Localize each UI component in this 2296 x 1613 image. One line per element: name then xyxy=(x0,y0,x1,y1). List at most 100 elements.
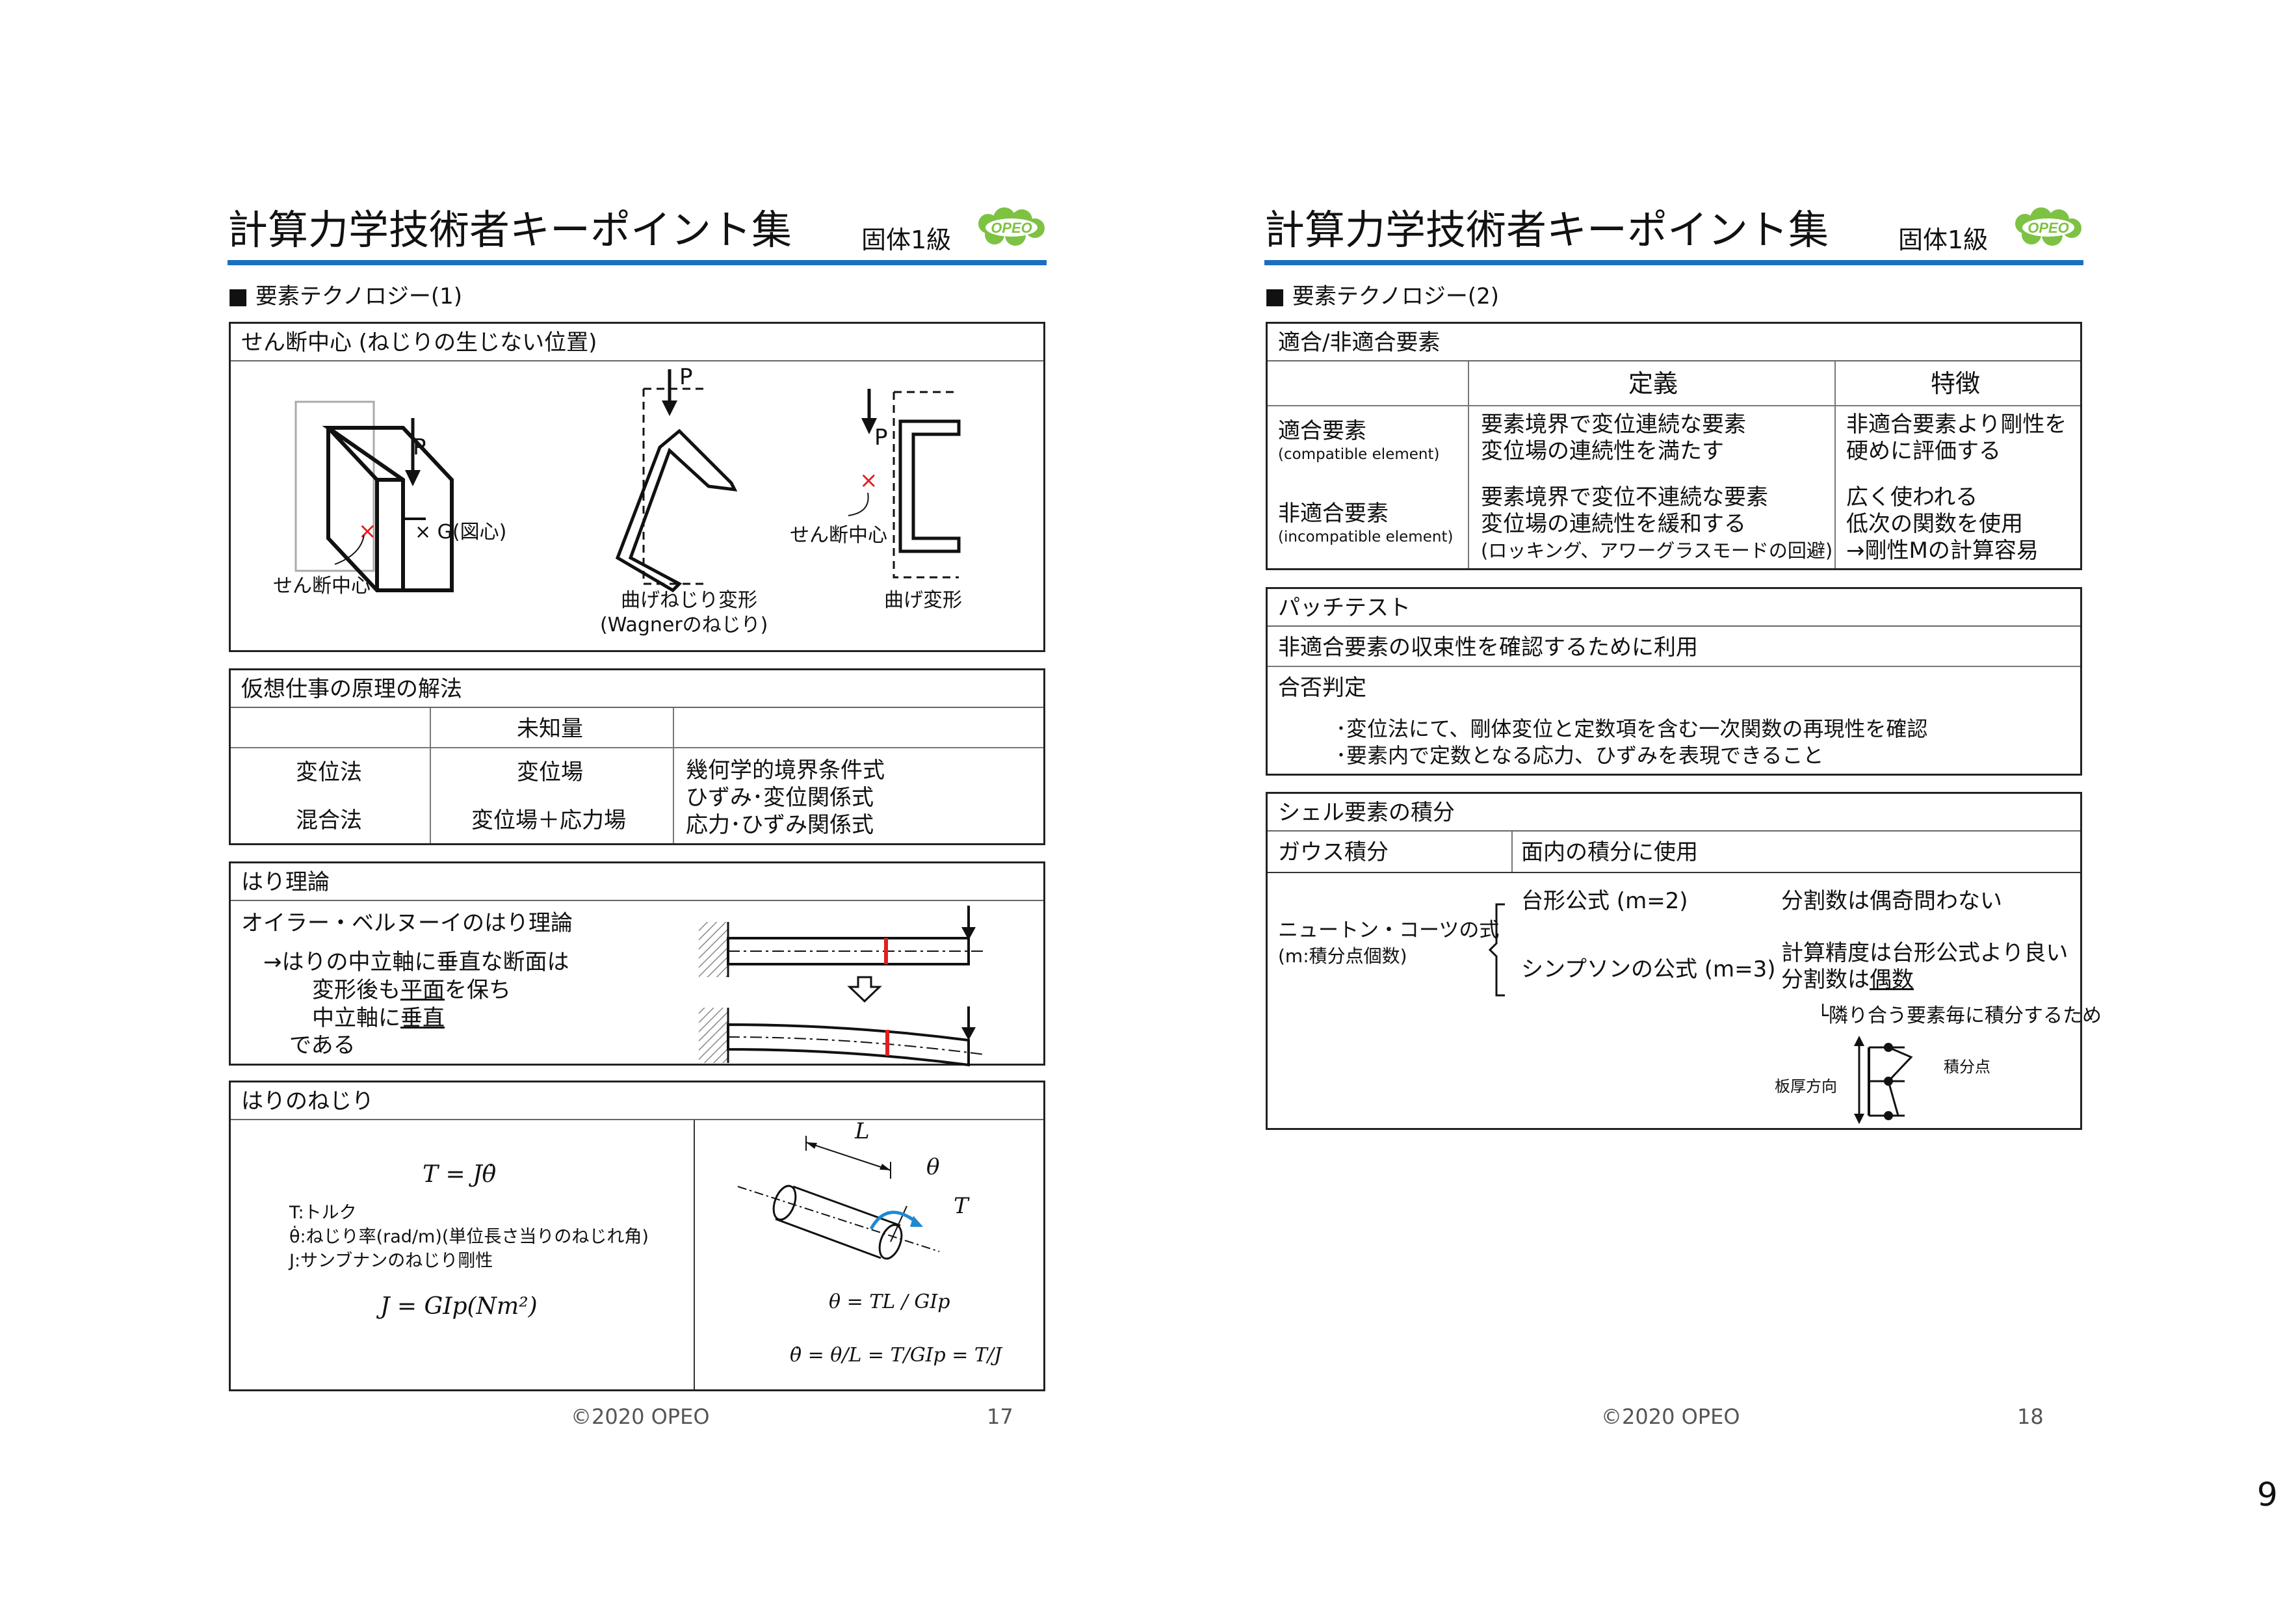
equation: θ = TL / GIp xyxy=(829,1291,950,1313)
section-heading: ■ 要素テクノロジー(2) xyxy=(1264,283,1500,309)
definition-text: θ̇:ねじり率(rad/m)(単位長さ当りのねじれ角) xyxy=(289,1227,649,1247)
adjacent-note: └隣り合う要素毎に積分するため xyxy=(1817,1004,2102,1027)
compatible-element-box: 適合/非適合要素 定義 特徴 適合要素 (compatible element)… xyxy=(1266,322,2082,570)
beam-text: オイラー・ベルヌーイのはり理論 xyxy=(241,910,573,936)
shell-integration-box: シェル要素の積分 ガウス積分 面内の積分に使用 ニュートン・コーツの式 (m:積… xyxy=(1266,792,2102,1130)
beam-theory-box: はり理論 オイラー・ベルヌーイのはり理論 →はりの中立軸に垂直な断面は 変形後も… xyxy=(229,861,1045,1067)
definition-text: 要素境界で変位連続な要素 xyxy=(1481,412,1746,438)
opeo-logo-icon: OPEO xyxy=(978,207,1045,246)
feature-text: →剛性Mの計算容易 xyxy=(1846,538,2039,564)
element-en: (compatible element) xyxy=(1278,446,1440,463)
section-heading: ■ 要素テクノロジー(1) xyxy=(228,283,463,309)
thickness-label: 板厚方向 xyxy=(1775,1077,1837,1095)
element-name: 適合要素 xyxy=(1278,418,1366,444)
box-title: パッチテスト xyxy=(1268,589,2080,627)
feature-text: 硬めに評価する xyxy=(1846,438,2001,464)
simpson-note: 計算精度は台形公式より良い xyxy=(1781,940,2068,966)
svg-text:OPEO: OPEO xyxy=(991,220,1032,236)
grade-label: 固体1級 xyxy=(861,226,952,254)
definition-text: J:サンブナンのねじり剛性 xyxy=(289,1251,493,1271)
slide-18: 計算力学技術者キーポイント集 固体1級 OPEO ■ 要素テクノロジー(2) 適… xyxy=(1264,195,2102,1443)
bracket-icon xyxy=(1488,903,1505,997)
method-cell: 混合法 xyxy=(296,807,362,833)
opeo-logo-icon: OPEO xyxy=(2015,207,2081,246)
shear-center-label: せん断中心 xyxy=(273,575,371,597)
shear-center-label: せん断中心 xyxy=(790,524,887,547)
patch-text: ･要素内で定数となる応力、ひずみを表現できること xyxy=(1336,743,1824,768)
footer-copyright: ©2020 OPEO xyxy=(571,1404,710,1429)
shaft-torsion-figure xyxy=(737,1136,940,1260)
condition-text: ひずみ･変位関係式 xyxy=(686,785,874,811)
patch-text: 非適合要素の収束性を確認するために利用 xyxy=(1278,635,1698,661)
slide-17: 計算力学技術者キーポイント集 固体1級 OPEO ■ 要素テクノロジー(1) せ… xyxy=(228,195,1047,1443)
page-number: 9 xyxy=(2257,1476,2278,1514)
equation: θ̇ = θ/L = T/GIp = T/J xyxy=(790,1344,1002,1367)
trapezoid-rule: 台形公式 (m=2) xyxy=(1521,888,1688,914)
wagner-label: (Wagnerのねじり) xyxy=(600,614,768,636)
cantilever-figure xyxy=(699,906,985,1067)
load-p-label: P xyxy=(874,425,888,451)
patch-text: 合否判定 xyxy=(1278,675,1366,701)
feature-text: 低次の関数を使用 xyxy=(1846,511,2023,537)
slide-header: 計算力学技術者キーポイント集 固体1級 OPEO xyxy=(1264,195,2083,265)
load-p-label: P xyxy=(679,364,693,390)
unknown-header: 未知量 xyxy=(517,716,583,742)
gauss-label: ガウス積分 xyxy=(1278,839,1389,865)
simpson-rule: シンプソンの公式 (m=3) xyxy=(1521,956,1776,982)
definition-text: (ロッキング、アワーグラスモードの回避) xyxy=(1481,540,1833,562)
beam-torsion-box: はりのねじり T = Jθ̇ T:トルク θ̇:ねじり率(rad/m)(単位長さ… xyxy=(229,1081,1045,1391)
svg-text:OPEO: OPEO xyxy=(2028,220,2069,236)
box-title: せん断中心 (ねじりの生じない位置) xyxy=(231,324,1043,361)
box-title: 適合/非適合要素 xyxy=(1268,324,2080,361)
definition-text: 変位場の連続性を緩和する xyxy=(1481,511,1746,537)
gauss-use: 面内の積分に使用 xyxy=(1521,839,1698,865)
patch-test-box: パッチテスト 非適合要素の収束性を確認するために利用 合否判定 ･変位法にて、剛… xyxy=(1266,587,2082,776)
beam-text: である xyxy=(289,1032,356,1058)
patch-text: ･変位法にて、剛体変位と定数項を含む一次関数の再現性を確認 xyxy=(1336,716,1928,741)
grade-label: 固体1級 xyxy=(1898,226,1989,254)
figure-label: L xyxy=(855,1118,870,1144)
unknown-cell: 変位場 xyxy=(517,759,583,785)
element-name: 非適合要素 xyxy=(1278,501,1389,527)
newton-cotes-note: (m:積分点個数) xyxy=(1278,945,1407,967)
simpson-note: 分割数は偶数 xyxy=(1781,967,1914,993)
definition-text: 変位場の連続性を満たす xyxy=(1481,438,1724,464)
equation: J = GIp(Nm²) xyxy=(380,1293,538,1320)
shear-center-box: せん断中心 (ねじりの生じない位置) × × P xyxy=(229,322,1045,652)
method-cell: 変位法 xyxy=(296,759,362,785)
element-en: (incompatible element) xyxy=(1278,529,1454,545)
channel-section-figure: × × xyxy=(294,369,961,593)
condition-text: 幾何学的境界条件式 xyxy=(686,757,885,783)
feature-text: 非適合要素より剛性を xyxy=(1846,412,2067,438)
footer-page-number: 17 xyxy=(987,1404,1013,1429)
centroid-label: × G(図心) xyxy=(415,521,507,544)
figure-label: θ xyxy=(926,1154,940,1180)
footer-copyright: ©2020 OPEO xyxy=(1601,1404,1740,1429)
virtual-work-box: 仮想仕事の原理の解法 未知量 変位法 変位場 混合法 変位場＋応力場 幾何学的境… xyxy=(229,668,1045,845)
box-title: 仮想仕事の原理の解法 xyxy=(231,670,1043,708)
svg-text:×: × xyxy=(358,518,377,544)
slide-title: 計算力学技術者キーポイント集 xyxy=(1264,206,1829,254)
integration-point-label: 積分点 xyxy=(1944,1058,1990,1076)
slide-title: 計算力学技術者キーポイント集 xyxy=(228,206,792,254)
unknown-cell: 変位場＋応力場 xyxy=(471,807,626,833)
svg-text:×: × xyxy=(859,467,878,493)
equation: T = Jθ̇ xyxy=(423,1161,497,1188)
beam-text: 変形後も平面を保ち xyxy=(312,977,511,1003)
definition-text: 要素境界で変位不連続な要素 xyxy=(1481,484,1768,510)
condition-text: 応力･ひずみ関係式 xyxy=(686,812,874,838)
load-p-label: P xyxy=(413,434,426,460)
feature-header: 特徴 xyxy=(1931,369,1981,398)
bending-label: 曲げ変形 xyxy=(884,589,962,612)
definition-text: T:トルク xyxy=(289,1203,357,1223)
torsion-label: 曲げねじり変形 xyxy=(621,589,757,612)
definition-header: 定義 xyxy=(1628,369,1678,398)
box-title: シェル要素の積分 xyxy=(1268,794,2080,832)
beam-text: →はりの中立軸に垂直な断面は xyxy=(263,949,569,975)
beam-text: 中立軸に垂直 xyxy=(312,1005,445,1031)
slide-header: 計算力学技術者キーポイント集 固体1級 OPEO xyxy=(228,195,1047,265)
feature-text: 広く使われる xyxy=(1846,484,1978,510)
thickness-integration-figure xyxy=(1854,1036,1913,1124)
trapezoid-note: 分割数は偶奇問わない xyxy=(1781,888,2002,914)
box-title: はり理論 xyxy=(231,863,1043,901)
